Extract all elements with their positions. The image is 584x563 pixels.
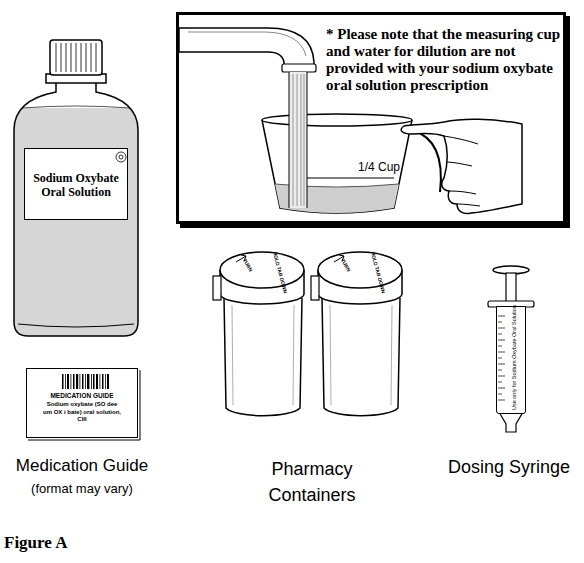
bottle-cap [50, 40, 102, 75]
cup-water [275, 184, 399, 213]
bottle [0, 40, 150, 348]
figure-caption: Figure A [4, 533, 67, 553]
syringe-tip [499, 412, 523, 432]
node-text: Sodium Oxybate Oral Solution [29, 171, 123, 199]
card-face [26, 368, 138, 438]
plunger-rod [506, 273, 516, 303]
item-note: (format may vary) [12, 481, 152, 496]
dosing-syringe [488, 266, 534, 432]
cap-ribs [56, 43, 96, 72]
note-inset-box: * Please note that the measuring cup and… [176, 12, 566, 224]
item-caption: Dosing Syringe [436, 456, 582, 478]
medication-guide-card: MEDICATION GUIDESodium oxybate (SO dee u… [26, 368, 138, 438]
container-body [224, 298, 302, 416]
card-edge [28, 370, 140, 440]
pharmacy-container [311, 252, 402, 416]
pharmacy-container [213, 252, 304, 416]
barcode [62, 374, 109, 389]
cup-rim [262, 114, 412, 126]
syringe-barrel: Use only for Sodium Oxybate Oral Solutio… [496, 306, 526, 414]
node-text: MEDICATION GUIDE [27, 392, 137, 400]
node-text: 1/4 Cup [358, 160, 414, 174]
container-cap-top [220, 252, 304, 288]
item-caption: Pharmacy Containers [247, 456, 377, 508]
measuring-cup: 1/4 Cup [258, 112, 418, 216]
container-shading [232, 305, 233, 405]
cap-tab [311, 276, 319, 300]
container-cap-top [318, 252, 402, 288]
liquid-surface [22, 106, 130, 108]
bottle-label: Sodium Oxybate Oral Solution [24, 148, 128, 220]
container-shading [391, 305, 392, 405]
water-surface [275, 184, 399, 187]
quarter-cup-line [292, 177, 394, 178]
node-text: Use only for Sodium Oxybate Oral Solutio… [511, 310, 523, 410]
container-shading [293, 305, 294, 405]
node-body-text: Sodium oxybate (SO dee um OX i bate) ora… [43, 401, 121, 424]
bottle-base-line [18, 324, 134, 327]
item-caption: Medication Guide [12, 456, 152, 476]
container-shading [330, 305, 331, 405]
bottle-liquid [0, 108, 150, 348]
container-body [322, 298, 400, 416]
medication-guide-card [26, 368, 140, 440]
bottle-outline [14, 82, 138, 336]
node-text: * Please note that the measuring cup and… [326, 26, 562, 94]
cap-tab [213, 276, 221, 300]
